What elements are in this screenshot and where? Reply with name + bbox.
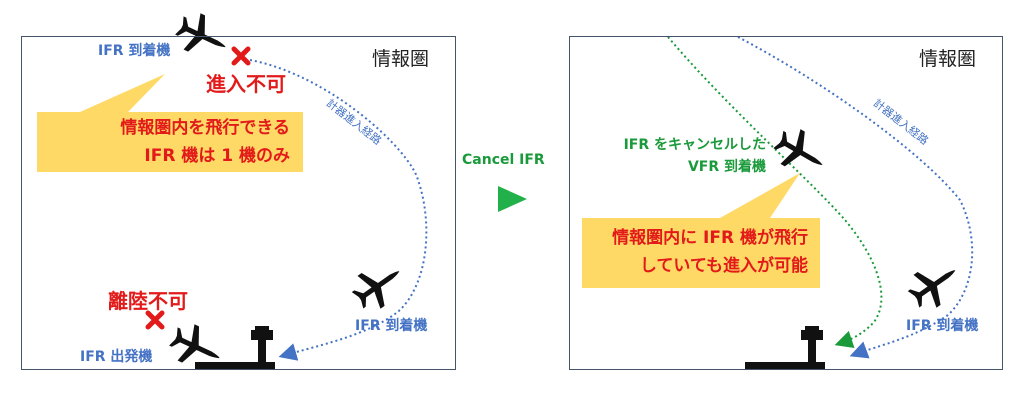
vfr-label-line: IFR をキャンセルした [623, 137, 766, 153]
zone-label: 情報圏 [919, 48, 977, 70]
arriving-label: IFR 到着機 [355, 318, 428, 334]
arriving-label: IFR 到着機 [98, 43, 171, 59]
callout-line: 情報圏内を飛行できる [120, 118, 290, 138]
callout-line: 情報圏内に IFR 機が飛行 [612, 228, 808, 248]
callout-line: IFR 機は 1 機のみ [144, 146, 290, 166]
callout-bubble [582, 173, 820, 288]
callout-line: していても進入が可能 [639, 256, 808, 276]
arriving-label: IFR 到着機 [906, 318, 979, 334]
no-takeoff-label: 離陸不可 [108, 289, 188, 313]
left-panel [21, 36, 456, 370]
instrument-approach-route [737, 36, 974, 359]
control-tower-icon [745, 326, 825, 369]
cancel-ifr-label: Cancel IFR [462, 152, 545, 168]
no-entry-label: 進入不可 [206, 72, 286, 96]
zone-label: 情報圏 [372, 48, 430, 70]
play-arrow-icon [498, 186, 527, 212]
right-panel [569, 36, 1003, 370]
vfr-route [667, 36, 883, 348]
callout-bubble [37, 74, 303, 172]
control-tower-icon [195, 326, 275, 369]
callout-text: 情報圏内に IFR 機が飛行 していても進入が可能 [586, 224, 808, 280]
callout-text: 情報圏内を飛行できる IFR 機は 1 機のみ [40, 114, 290, 170]
vfr-label-line: VFR 到着機 [687, 159, 766, 175]
vfr-arriving-label: IFR をキャンセルした VFR 到着機 [604, 134, 766, 178]
instrument-approach-route [249, 59, 428, 361]
departing-label: IFR 出発機 [80, 349, 153, 365]
